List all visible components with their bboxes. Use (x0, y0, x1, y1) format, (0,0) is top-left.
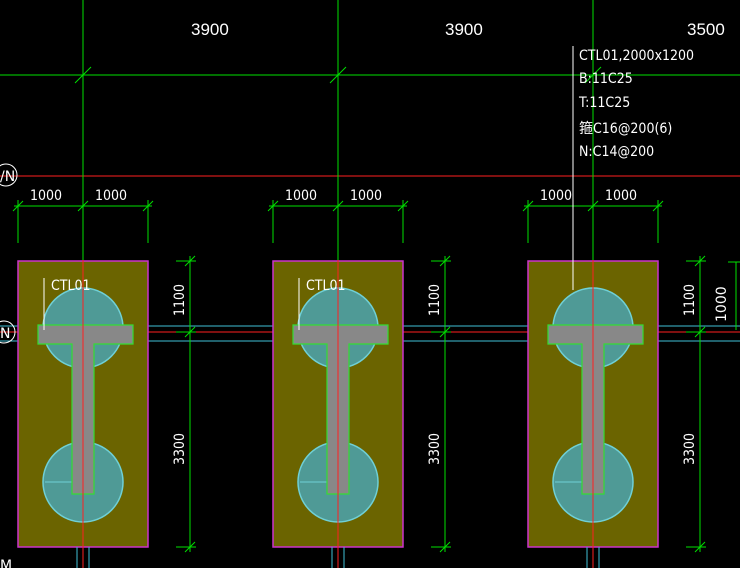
vertical-dim-tick (439, 541, 451, 553)
right-edge-dim: 1000 (714, 261, 740, 330)
offset-dim-tick (77, 200, 89, 212)
annotation-line-3: T:11C25 (578, 95, 630, 111)
vertical-dim-upper: 1100 (682, 284, 698, 316)
axis-bubble-lower (0, 320, 16, 344)
vertical-dim-tick (184, 255, 196, 267)
axis-label-bottom: M (0, 558, 12, 568)
tie-beam (547, 324, 644, 495)
vertical-dim-tick (694, 255, 706, 267)
cap-group: 1000 1000 1100 3300 CTL01 1000 1000 1100 3300 CTL… (12, 0, 706, 568)
offset-dim-tick (332, 200, 344, 212)
vertical-dim-upper: 1100 (427, 284, 443, 316)
axis-label-upper: /N (0, 169, 15, 185)
offset-dim-right: 1000 (95, 188, 127, 204)
offset-dim-tick (142, 200, 154, 212)
tie-beam (292, 324, 389, 495)
spacing-tick (584, 66, 602, 84)
right-edge-dim-label: 1000 (714, 286, 730, 322)
vertical-dim-tick (694, 326, 706, 338)
axis-bubbles: /N N M (0, 163, 18, 568)
offset-dim-tick (267, 200, 279, 212)
vertical-dim-lower: 3300 (427, 433, 443, 465)
spacing-tick (74, 66, 92, 84)
cap-label: CTL01 (306, 278, 346, 294)
axis-label-lower: N (0, 326, 10, 342)
offset-dim-left: 1000 (30, 188, 62, 204)
vertical-dim-lower: 3300 (172, 433, 188, 465)
foundation-cap-3: 1000 1000 1100 3300 (522, 0, 706, 568)
axis-bubble-upper (0, 163, 18, 187)
annotation-line-5: N:C14@200 (579, 144, 654, 160)
offset-dim-tick (397, 200, 409, 212)
foundation-cap-1: 1000 1000 1100 3300 CTL01 (12, 0, 196, 568)
offset-dim-tick (652, 200, 664, 212)
spacing-label-2: 3900 (445, 20, 483, 39)
annotation-line-2: B:11C25 (579, 71, 633, 87)
tie-beam (37, 324, 134, 495)
offset-dim-tick (522, 200, 534, 212)
spacing-label-1: 3900 (191, 20, 229, 39)
vertical-dim-tick (694, 541, 706, 553)
spacing-label-3: 3500 (687, 20, 725, 39)
vertical-dim-tick (439, 326, 451, 338)
cap-annotation: CTL01,2000x1200 B:11C25 T:11C25 箍C16@200… (572, 46, 694, 290)
cap-label: CTL01 (51, 278, 91, 294)
vertical-dim-tick (439, 255, 451, 267)
offset-dim-left: 1000 (540, 188, 572, 204)
foundation-cap-2: 1000 1000 1100 3300 CTL01 (267, 0, 451, 568)
annotation-line-4: 箍C16@200(6) (579, 120, 672, 137)
offset-dim-tick (587, 200, 599, 212)
vertical-dim-upper: 1100 (172, 284, 188, 316)
vertical-dim-tick (184, 541, 196, 553)
vertical-dim-tick (184, 326, 196, 338)
offset-dim-tick (12, 200, 24, 212)
top-spacing-labels: 3900 3900 3500 (191, 20, 725, 39)
vertical-dim-lower: 3300 (682, 433, 698, 465)
spacing-tick (329, 66, 347, 84)
offset-dim-right: 1000 (350, 188, 382, 204)
annotation-line-1: CTL01,2000x1200 (579, 48, 694, 64)
offset-dim-right: 1000 (605, 188, 637, 204)
offset-dim-left: 1000 (285, 188, 317, 204)
